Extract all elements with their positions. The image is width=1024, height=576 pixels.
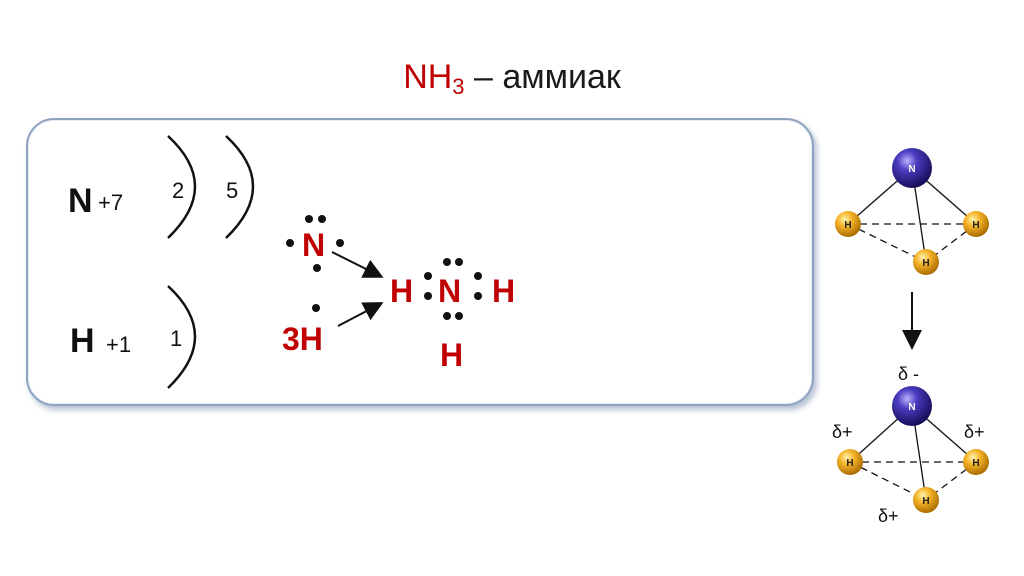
lewis-reactant-n: N xyxy=(286,215,344,272)
hydrogen-atom xyxy=(913,249,939,275)
title-name: – аммиак xyxy=(464,58,621,96)
nitrogen-atom xyxy=(892,148,932,188)
nitrogen-charge: +7 xyxy=(98,190,123,215)
nitrogen-symbol: N xyxy=(68,182,93,220)
delta-plus-bottom: δ+ xyxy=(878,506,899,526)
hydrogen-shell-1-count: 1 xyxy=(170,326,182,351)
molecule-3d-polar: N H H H δ - δ+ δ+ δ+ xyxy=(832,364,989,526)
hydrogen-charge: +1 xyxy=(106,332,131,357)
hydrogen-atom xyxy=(835,211,861,237)
electron-dot xyxy=(455,312,463,320)
svg-text:H: H xyxy=(846,458,853,469)
hydrogen-symbol: H xyxy=(70,322,95,360)
electron-dot xyxy=(424,272,432,280)
nitrogen-shell-2-arc xyxy=(225,135,255,239)
molecule-3d-top: N H H H xyxy=(835,148,989,275)
arrow-n-to-product xyxy=(331,251,384,278)
product-right-h: H xyxy=(492,273,515,309)
reactant-3h-symbol: 3H xyxy=(282,321,323,357)
product-left-h: H xyxy=(390,273,413,309)
svg-text:N: N xyxy=(908,164,915,175)
delta-plus-left: δ+ xyxy=(832,422,853,442)
svg-text:H: H xyxy=(972,458,979,469)
nitrogen-shell-2-count: 5 xyxy=(226,178,238,203)
hydrogen-atom xyxy=(963,211,989,237)
product-center-n: N xyxy=(438,273,461,309)
nitrogen-shell-1-count: 2 xyxy=(172,178,184,203)
svg-text:H: H xyxy=(922,496,929,507)
nitrogen-shell-1-arc xyxy=(167,135,197,239)
electron-dot xyxy=(443,258,451,266)
electron-dot xyxy=(443,312,451,320)
hydrogen-config: H +1 1 xyxy=(70,285,197,389)
hydrogen-atom xyxy=(837,449,863,475)
electron-dot xyxy=(318,215,326,223)
hydrogen-atom xyxy=(963,449,989,475)
electron-dot xyxy=(424,292,432,300)
electron-dot xyxy=(474,272,482,280)
electron-dot xyxy=(455,258,463,266)
formula-nh3: NH3 xyxy=(403,58,465,99)
svg-text:H: H xyxy=(844,220,851,231)
content-panel xyxy=(26,118,814,406)
electron-dot xyxy=(312,304,320,312)
lewis-reactant-3h: 3H xyxy=(282,304,323,357)
svg-text:H: H xyxy=(972,220,979,231)
hydrogen-atom xyxy=(913,487,939,513)
arrow-3h-to-product xyxy=(337,302,384,327)
electron-dot xyxy=(305,215,313,223)
delta-plus-right: δ+ xyxy=(964,422,985,442)
page-title: NH3 – аммиак xyxy=(0,58,1024,100)
svg-text:H: H xyxy=(922,258,929,269)
nitrogen-config: N +7 2 5 xyxy=(68,135,255,239)
electron-dot xyxy=(474,292,482,300)
electron-dot xyxy=(336,239,344,247)
electron-dot xyxy=(286,239,294,247)
product-bottom-h: H xyxy=(440,337,463,373)
svg-text:N: N xyxy=(908,402,915,413)
nitrogen-atom xyxy=(892,386,932,426)
delta-minus-label: δ - xyxy=(898,364,919,384)
hydrogen-shell-1-arc xyxy=(167,285,197,389)
electron-dot xyxy=(313,264,321,272)
lewis-product: H N H H xyxy=(390,258,515,373)
reactant-n-symbol: N xyxy=(302,227,325,263)
